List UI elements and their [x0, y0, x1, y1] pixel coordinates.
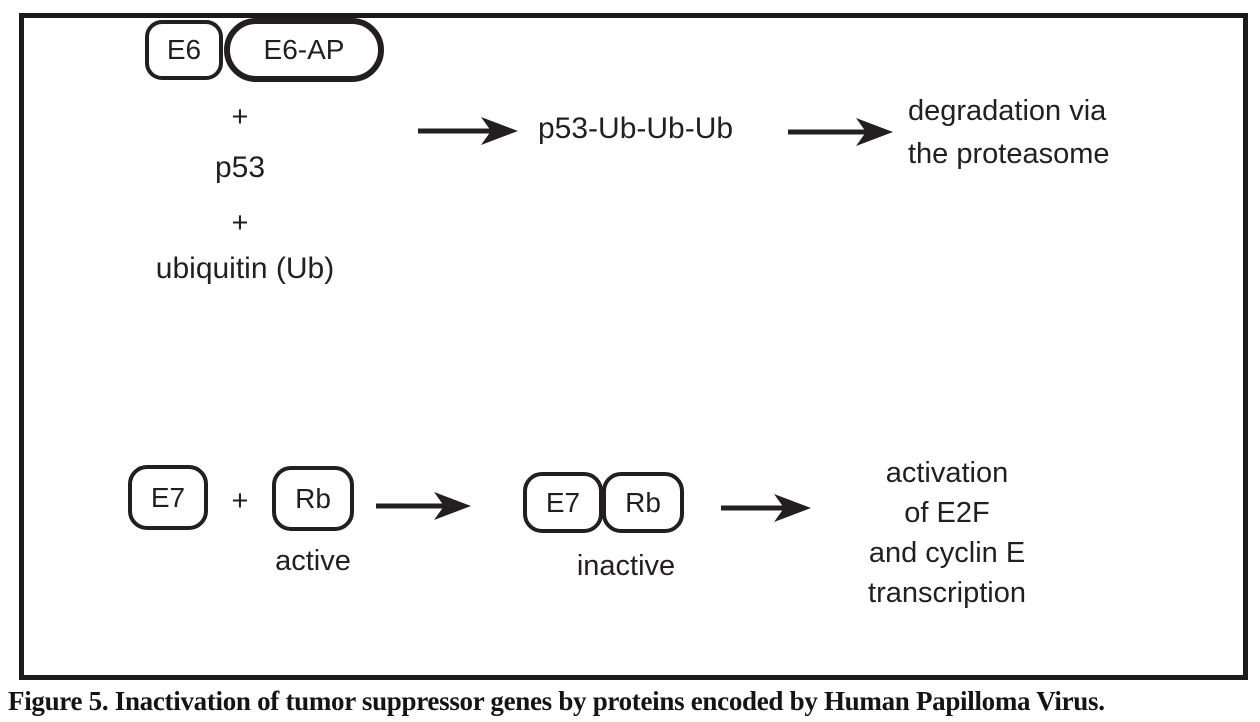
arrow-right-icon [418, 116, 518, 146]
complex-rb-label: Rb [625, 486, 661, 518]
e6-protein-label: E6 [166, 34, 202, 65]
complex-e7-label: E7 [545, 486, 581, 518]
e7-protein-label: E7 [150, 481, 186, 513]
e6-outcome-line2: the proteasome [908, 138, 1110, 170]
arrow-right-icon [788, 117, 893, 147]
complex-rb-box: Rb [602, 472, 684, 533]
rb-protein-label: Rb [295, 482, 331, 514]
p53-label: p53 [214, 151, 266, 184]
plus-sign-2: + [231, 207, 249, 239]
e7-protein-box: E7 [128, 465, 208, 530]
plus-sign-1: + [231, 101, 249, 133]
arrow-right-icon [376, 491, 471, 521]
e7-outcome-line2: of E2F [904, 497, 990, 529]
complex-e7-box: E7 [523, 472, 603, 533]
e6-protein-box: E6 [145, 20, 223, 80]
p53-ubiquitinated-label: p53-Ub-Ub-Ub [538, 112, 734, 145]
figure-caption: Figure 5. Inactivation of tumor suppress… [8, 686, 1105, 716]
e6-outcome-text: degradation via the proteasome [908, 90, 1110, 176]
e6ap-protein-label: E6-AP [263, 34, 345, 65]
rb-state-label: active [275, 545, 351, 577]
complex-state-label: inactive [576, 550, 676, 582]
arrow-right-icon [721, 493, 811, 523]
diagram-border-frame [19, 13, 1248, 680]
plus-sign-3: + [231, 485, 249, 517]
e7-outcome-text: activation of E2F and cyclin E transcrip… [855, 453, 1039, 613]
e6ap-protein-box: E6-AP [224, 18, 384, 82]
rb-protein-box: Rb [272, 466, 354, 531]
e7-outcome-line1: activation [885, 457, 1009, 489]
e6-outcome-line1: degradation via [908, 95, 1107, 127]
e7-outcome-line4: transcription [868, 577, 1026, 609]
e7-outcome-line3: and cyclin E [868, 537, 1026, 569]
ubiquitin-label: ubiquitin (Ub) [155, 252, 335, 285]
